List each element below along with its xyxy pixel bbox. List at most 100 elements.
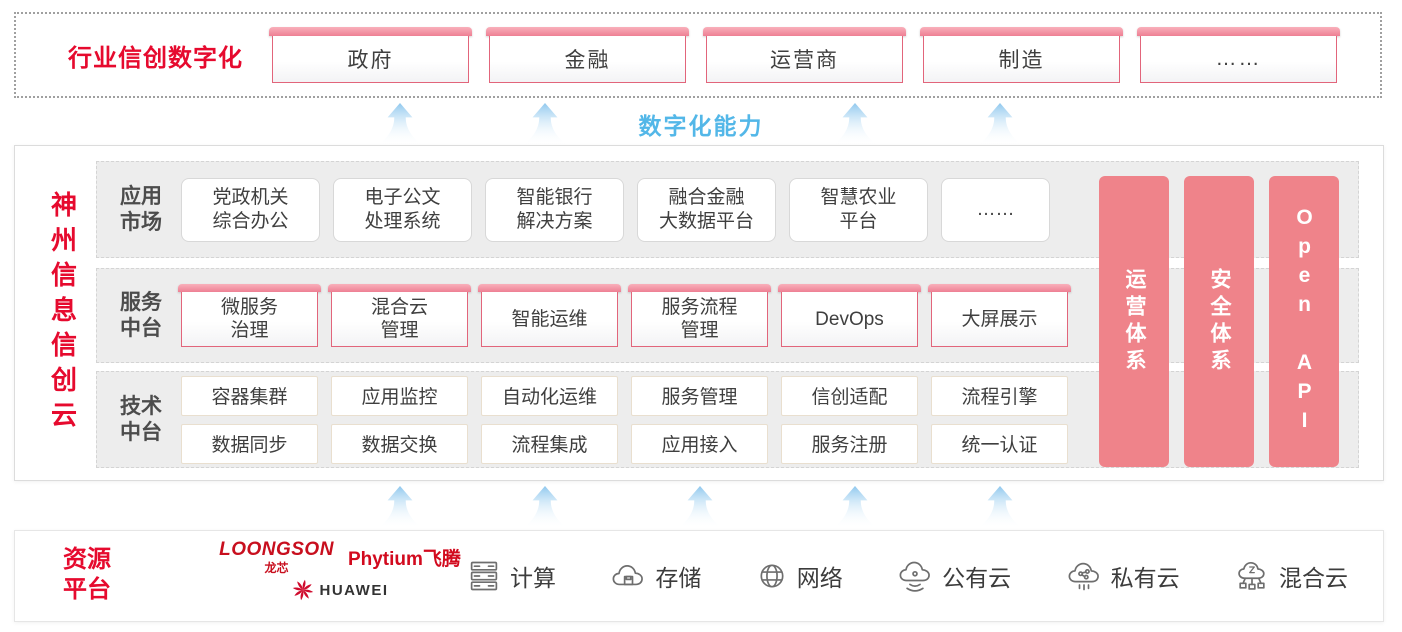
resource-hybrid-cloud: 混合云 bbox=[1232, 558, 1348, 594]
row-label-service: 服务 中台 bbox=[113, 290, 169, 342]
capability-label: 数字化能力 bbox=[638, 113, 764, 139]
phytium-chinese: 飞腾 bbox=[422, 549, 461, 570]
service-box-line: 微服务 bbox=[220, 297, 278, 318]
app-box-line: 处理系统 bbox=[364, 210, 441, 232]
app-box-line: 综合办公 bbox=[212, 210, 289, 232]
resource-platform-band: 资源 平台 LOONGSON 龙芯 Phytium飞腾 bbox=[14, 530, 1384, 622]
service-boxes: 微服务治理 混合云管理 智能运维 服务流程管理 DevOps 大屏展示 bbox=[178, 284, 1071, 347]
tech-box: 数据同步 bbox=[181, 423, 318, 464]
tech-box: 应用接入 bbox=[631, 423, 768, 464]
app-box: 智慧农业平台 bbox=[789, 177, 928, 242]
up-arrow-icon bbox=[678, 486, 722, 528]
network-icon bbox=[754, 558, 790, 594]
private-cloud-icon bbox=[1064, 558, 1104, 594]
industry-band: 行业信创数字化 政府 金融 运营商 制造 …… bbox=[14, 12, 1382, 98]
app-box-line: 电子公文 bbox=[364, 186, 441, 208]
storage-icon bbox=[608, 558, 648, 594]
box-cap bbox=[920, 27, 1123, 36]
vendor-logos: LOONGSON 龙芯 Phytium飞腾 HUAWE bbox=[210, 539, 470, 601]
huawei-logo: HUAWEI bbox=[210, 579, 470, 601]
app-box-line: 解决方案 bbox=[516, 210, 593, 232]
service-box-line: 治理 bbox=[230, 320, 269, 341]
service-box: 服务流程管理 bbox=[628, 284, 771, 347]
up-arrow-icon bbox=[833, 486, 877, 528]
service-box: 混合云管理 bbox=[328, 284, 471, 347]
up-arrow-icon bbox=[978, 103, 1022, 145]
box-cap bbox=[328, 284, 471, 292]
public-cloud-icon bbox=[895, 558, 935, 594]
row-label-line: 技术 bbox=[120, 394, 162, 418]
resource-items: 计算 存储 网络 bbox=[465, 531, 1348, 621]
up-arrow-icon bbox=[378, 103, 422, 145]
pillar-security: 安全体系 bbox=[1184, 176, 1254, 467]
tech-box: 信创适配 bbox=[781, 375, 918, 416]
app-box-line: 大数据平台 bbox=[658, 210, 754, 232]
row-label-line: 中台 bbox=[120, 316, 162, 340]
app-box-more: …… bbox=[941, 177, 1050, 242]
resource-title-line: 平台 bbox=[63, 576, 111, 603]
resource-label: 私有云 bbox=[1110, 565, 1180, 591]
industry-label: 政府 bbox=[347, 49, 394, 72]
tech-box: 服务注册 bbox=[781, 423, 918, 464]
resource-compute: 计算 bbox=[465, 558, 556, 594]
resource-title-line: 资源 bbox=[63, 546, 111, 573]
service-box: 智能运维 bbox=[478, 284, 621, 347]
pillar-open-api: Open API bbox=[1269, 176, 1339, 467]
box-cap bbox=[178, 284, 321, 292]
resource-platform-title: 资源 平台 bbox=[63, 545, 111, 605]
tech-box: 数据交换 bbox=[331, 423, 468, 464]
resource-public-cloud: 公有云 bbox=[895, 558, 1011, 594]
tech-box: 流程集成 bbox=[481, 423, 618, 464]
huawei-wordmark: HUAWEI bbox=[319, 581, 389, 599]
industry-box-finance: 金融 bbox=[486, 27, 689, 83]
tech-boxes: 容器集群 应用监控 自动化运维 服务管理 信创适配 流程引擎 数据同步 数据交换… bbox=[181, 375, 1068, 464]
box-cap bbox=[486, 27, 689, 36]
resource-storage: 存储 bbox=[608, 558, 701, 594]
loongson-chinese: 龙芯 bbox=[264, 561, 289, 575]
resource-label: 混合云 bbox=[1278, 565, 1348, 591]
box-cap bbox=[269, 27, 472, 36]
tech-box: 统一认证 bbox=[931, 423, 1068, 464]
service-box: 大屏展示 bbox=[928, 284, 1071, 347]
phytium-logo: Phytium飞腾 bbox=[348, 544, 461, 571]
box-cap bbox=[778, 284, 921, 292]
service-box-line: 管理 bbox=[680, 320, 719, 341]
box-cap bbox=[703, 27, 906, 36]
tech-box: 流程引擎 bbox=[931, 375, 1068, 416]
box-cap bbox=[478, 284, 621, 292]
platform-vertical-title: 神州信息信创云 bbox=[47, 190, 78, 436]
service-box-line: 大屏展示 bbox=[961, 308, 1038, 330]
huawei-flower-icon bbox=[292, 579, 313, 601]
industry-box-government: 政府 bbox=[269, 27, 472, 83]
industry-label: 制造 bbox=[998, 49, 1045, 72]
resource-label: 公有云 bbox=[942, 565, 1012, 591]
service-box: DevOps bbox=[778, 284, 921, 347]
app-box-line: 智慧农业 bbox=[820, 186, 897, 208]
cloud-platform-box: 神州信息信创云 应用 市场 党政机关综合办公 电子公文处理系统 智能银行解决方案… bbox=[14, 145, 1384, 481]
app-box-line: 平台 bbox=[839, 210, 878, 232]
app-box: 电子公文处理系统 bbox=[333, 177, 472, 242]
up-arrow-icon bbox=[523, 103, 567, 145]
service-box-line: 智能运维 bbox=[511, 308, 588, 330]
up-arrow-icon bbox=[523, 486, 567, 528]
up-arrow-icon bbox=[378, 486, 422, 528]
box-cap bbox=[628, 284, 771, 292]
service-box-line: 混合云 bbox=[370, 297, 428, 318]
app-box: 党政机关综合办公 bbox=[181, 177, 320, 242]
resource-network: 网络 bbox=[754, 558, 843, 594]
up-arrow-icon bbox=[978, 486, 1022, 528]
industry-label: 运营商 bbox=[770, 49, 839, 72]
resource-label: 存储 bbox=[655, 565, 702, 591]
row-label-line: 服务 bbox=[120, 290, 162, 314]
tech-platform-row: 技术 中台 容器集群 应用监控 自动化运维 服务管理 信创适配 流程引擎 数据同… bbox=[96, 371, 1359, 468]
row-label-line: 应用 bbox=[120, 184, 162, 208]
industry-label: …… bbox=[1215, 47, 1262, 70]
row-label-line: 市场 bbox=[120, 210, 162, 234]
service-platform-row: 服务 中台 微服务治理 混合云管理 智能运维 服务流程管理 DevOps 大屏展… bbox=[96, 268, 1359, 363]
compute-icon bbox=[465, 558, 503, 594]
industry-box-operator: 运营商 bbox=[703, 27, 906, 83]
industry-band-title: 行业信创数字化 bbox=[68, 44, 243, 72]
service-box: 微服务治理 bbox=[178, 284, 321, 347]
capability-band: 数字化能力 bbox=[0, 101, 1402, 145]
hybrid-cloud-icon bbox=[1232, 558, 1272, 594]
